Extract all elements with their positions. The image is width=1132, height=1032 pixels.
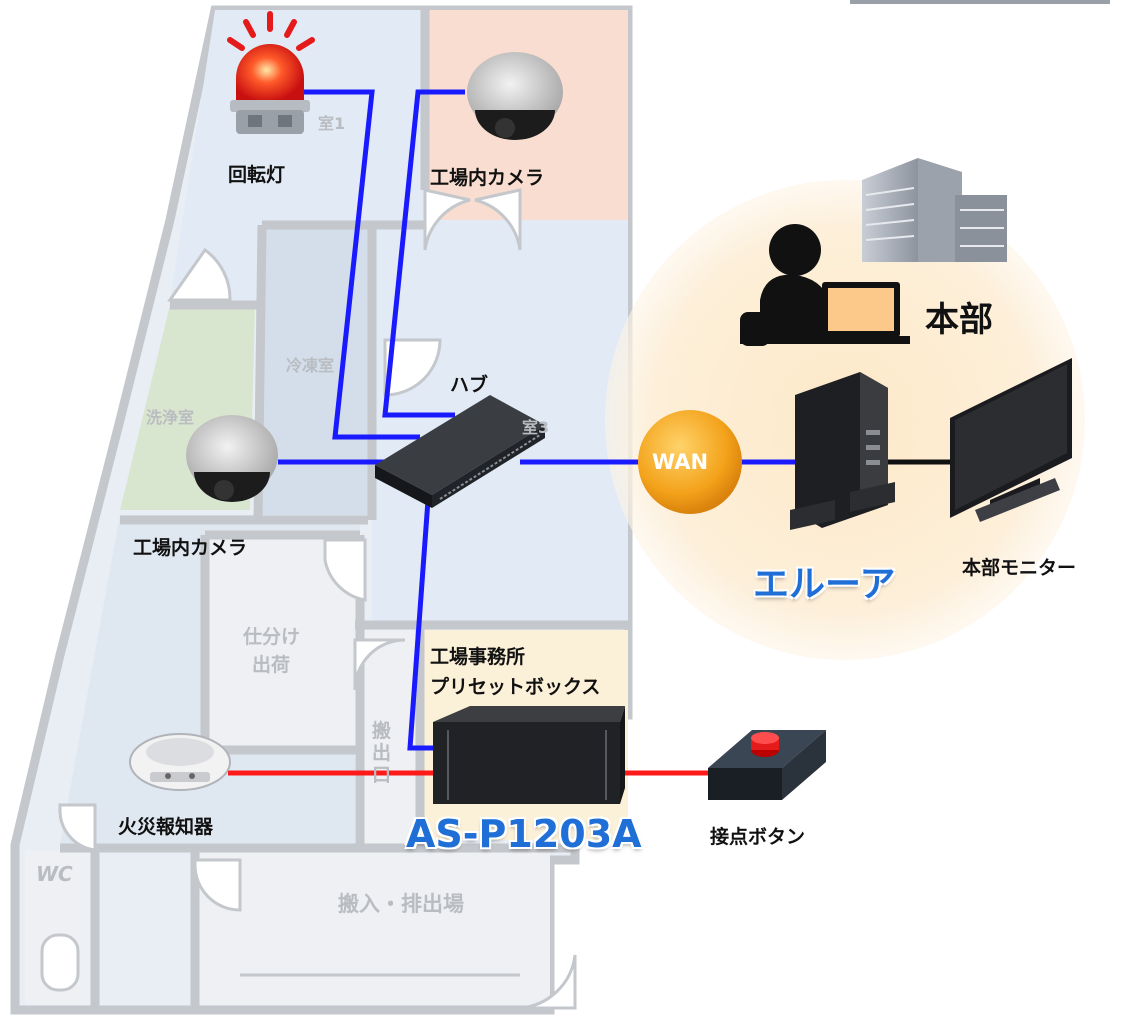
wan-globe-icon: [638, 410, 742, 514]
floor-plan: [10, 5, 633, 1015]
rotating-light-icon: [227, 11, 315, 134]
office-label: 工場事務所: [430, 646, 526, 668]
room-label-1: 室1: [318, 114, 346, 133]
monitor-icon: [950, 358, 1072, 522]
contact-button-label: 接点ボタン: [710, 826, 806, 848]
network-hub-icon: [375, 395, 545, 508]
hub-label: ハブ: [450, 374, 489, 396]
room-label-3: 室3: [522, 418, 550, 437]
smoke-detector-icon: [129, 733, 231, 791]
camera-top-label: 工場内カメラ: [430, 167, 545, 189]
room-label-sorting: 仕分け: [243, 626, 301, 648]
network-lines: [278, 89, 800, 751]
preset-box-label: プリセットボックス: [430, 676, 601, 698]
room-label-wc: WC: [36, 862, 73, 886]
line-hub-box: [407, 499, 440, 751]
camera-left-label: 工場内カメラ: [133, 537, 248, 559]
preset-box-icon: [433, 706, 625, 804]
room-label-carry-out: 搬出口: [372, 720, 392, 786]
room-label-shipping: 出荷: [252, 654, 291, 676]
router-product-label: エルーア: [753, 564, 896, 605]
line-camera-hub: [382, 89, 465, 418]
room-label-wash: 洗浄室: [146, 408, 195, 427]
dome-camera-icon: [186, 415, 278, 502]
dome-camera-icon: [467, 52, 563, 140]
room-label-freezer: 冷凍室: [286, 356, 335, 375]
fire-alarm-label: 火災報知器: [118, 816, 214, 838]
rotating-light-label: 回転灯: [228, 164, 286, 186]
laptop-icon: [822, 282, 900, 337]
push-button-icon: [708, 730, 826, 800]
room-label-dock: 搬入・排出場: [338, 892, 464, 916]
headquarters-label: 本部: [925, 300, 993, 340]
product-name-label: AS-P1203A: [406, 812, 642, 856]
wan-label: WAN: [652, 450, 709, 474]
building-icon: [862, 158, 1007, 262]
router-tower-icon: [790, 372, 895, 530]
frame-edge: [850, 0, 1110, 4]
line-light-hub: [300, 89, 420, 440]
hq-monitor-label: 本部モニター: [962, 557, 1077, 579]
